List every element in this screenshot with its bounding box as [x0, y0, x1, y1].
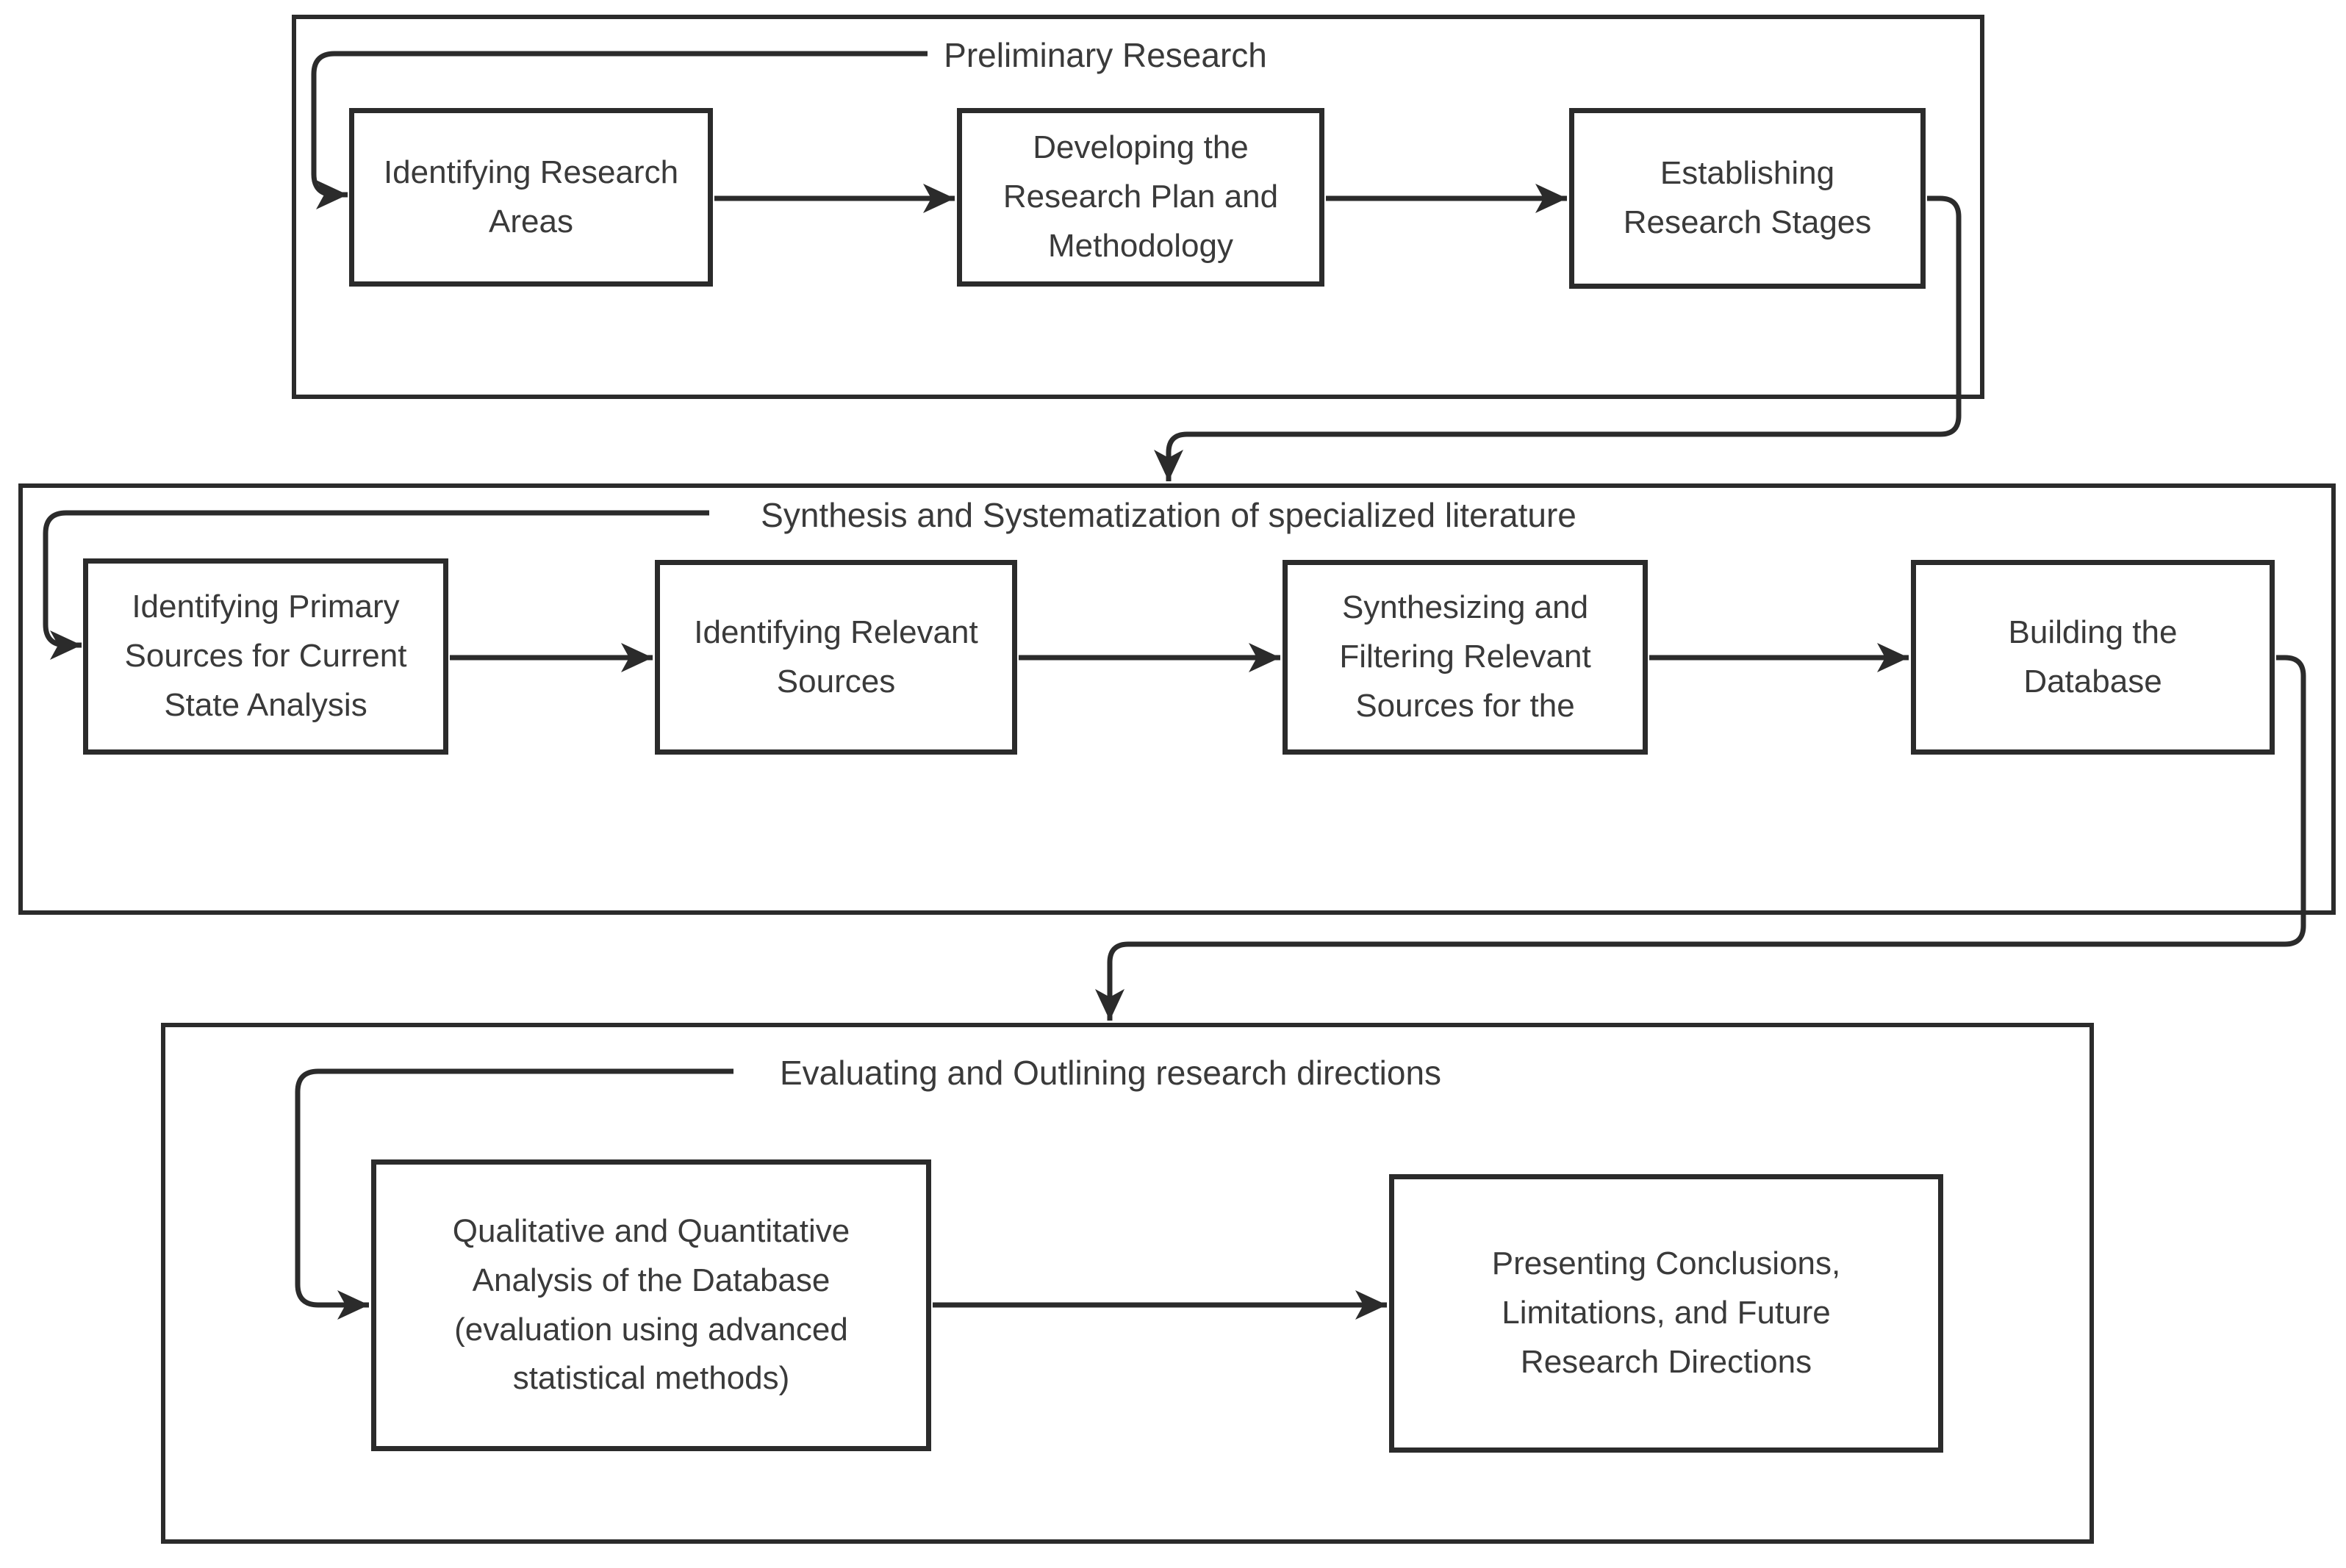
node-developing-research-plan: Developing the Research Plan and Methodo…	[957, 108, 1324, 287]
node-text-line: Research Stages	[1623, 204, 1872, 240]
node-text-line: Research Directions	[1520, 1343, 1812, 1380]
node-text-line: Analysis of the Database	[472, 1262, 831, 1298]
node-text-line: Methodology	[1048, 227, 1233, 264]
section-preliminary-research	[292, 15, 1984, 399]
section-label-preliminary-research: Preliminary Research	[944, 36, 1267, 74]
node-text-line: Filtering Relevant	[1339, 639, 1591, 675]
node-text-line: Identifying Primary	[132, 589, 400, 625]
node-identifying-primary-sources: Identifying Primary Sources for Current …	[83, 558, 448, 755]
node-text-line: State Analysis	[164, 686, 367, 723]
section-evaluating-outlining	[161, 1023, 2094, 1544]
node-text-line: Establishing	[1660, 155, 1835, 192]
node-qualitative-quantitative-analysis: Qualitative and Quantitative Analysis of…	[371, 1159, 931, 1451]
node-text-line: Identifying Relevant	[694, 614, 978, 650]
node-text-line: (evaluation using advanced	[454, 1311, 848, 1348]
node-establishing-research-stages: Establishing Research Stages	[1569, 108, 1926, 289]
node-text-line: Sources	[776, 663, 896, 700]
node-presenting-conclusions: Presenting Conclusions, Limitations, and…	[1389, 1174, 1943, 1453]
node-text-line: Database	[2023, 663, 2162, 700]
node-text-line: Qualitative and Quantitative	[452, 1212, 850, 1249]
node-text-line: Developing the	[1033, 129, 1249, 166]
section-label-evaluating-outlining: Evaluating and Outlining research direct…	[779, 1054, 1442, 1092]
node-synthesizing-filtering-sources: Synthesizing and Filtering Relevant Sour…	[1283, 560, 1648, 755]
node-text-line: Building the	[2008, 614, 2178, 650]
node-text-line: Limitations, and Future	[1502, 1295, 1831, 1331]
node-building-the-database: Building the Database	[1911, 560, 2275, 755]
node-text-line: Identifying Research	[383, 154, 679, 190]
node-text-line: Sources for the	[1355, 687, 1575, 724]
node-text-line: Research Plan and	[1002, 179, 1279, 215]
node-text-line: Presenting Conclusions,	[1491, 1245, 1841, 1282]
node-text-line: statistical methods)	[512, 1360, 790, 1397]
node-text-line: Areas	[489, 203, 573, 240]
node-identifying-relevant-sources: Identifying Relevant Sources	[655, 560, 1017, 755]
section-label-synthesis-systematization: Synthesis and Systematization of special…	[761, 496, 1576, 534]
node-identifying-research-areas: Identifying Research Areas	[349, 108, 713, 287]
node-text-line: Synthesizing and	[1341, 589, 1589, 626]
node-text-line: Sources for Current	[124, 638, 407, 675]
